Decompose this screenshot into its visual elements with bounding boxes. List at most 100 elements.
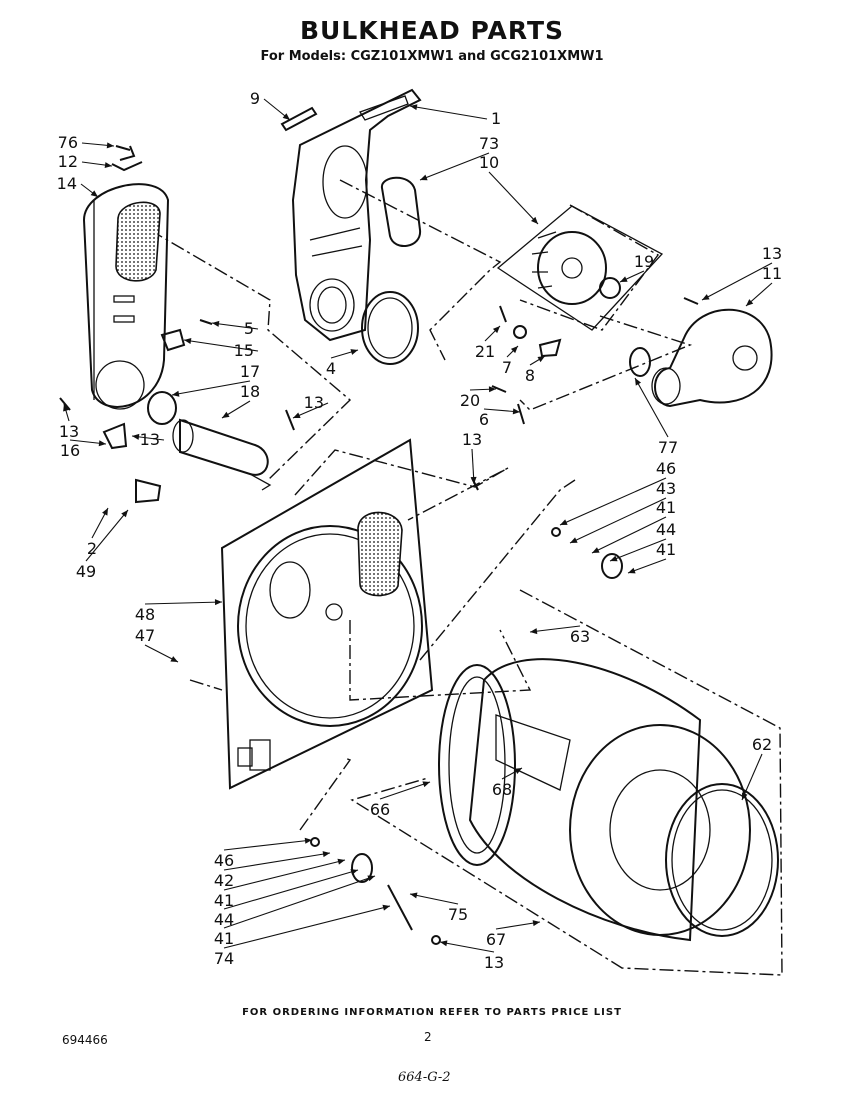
- callout-label: 14: [57, 174, 77, 193]
- callout-label: 74: [214, 949, 234, 968]
- part-4-seal: [361, 291, 419, 365]
- callout-leader-line: [223, 839, 313, 851]
- callout-label: 75: [448, 905, 468, 924]
- callout-label: 44: [214, 910, 234, 929]
- callout-label: 62: [752, 735, 772, 754]
- bearing-assembly-left: [310, 837, 441, 945]
- callout-label: 41: [214, 891, 234, 910]
- callout-arrowhead: [635, 378, 642, 386]
- callout-leader-line: [741, 753, 763, 801]
- callout-arrowhead: [702, 294, 710, 300]
- callout-arrowhead: [620, 276, 628, 282]
- models-subtitle: For Models: CGZ101XMW1 and GCG2101XMW1: [260, 49, 604, 64]
- callout-leader-line: [409, 893, 459, 905]
- callout-label: 67: [486, 930, 506, 949]
- callout-arrowhead: [304, 837, 312, 844]
- callout-label: 46: [656, 459, 676, 478]
- callout-arrowhead: [592, 547, 600, 553]
- callout-arrowhead: [488, 386, 496, 393]
- callout-leader-line: [409, 105, 488, 120]
- callout-label: 73: [479, 134, 499, 153]
- callout-arrowhead: [63, 404, 69, 412]
- callout-arrowhead: [98, 440, 106, 447]
- callout-label: 66: [370, 800, 390, 819]
- callout-label: 44: [656, 520, 676, 539]
- callout-label: 5: [244, 319, 254, 338]
- callout-label: 8: [525, 366, 535, 385]
- callout-label: 41: [656, 498, 676, 517]
- callout-leader-line: [419, 152, 490, 181]
- callout-arrowhead: [350, 869, 358, 875]
- callout-label: 41: [214, 929, 234, 948]
- callout-label: 13: [140, 430, 160, 449]
- callout-arrowhead: [492, 326, 500, 334]
- callout-arrowhead: [350, 349, 358, 355]
- callout-arrowhead: [410, 892, 418, 899]
- callout-arrowhead: [282, 113, 290, 120]
- callout-label: 48: [135, 605, 155, 624]
- callout-arrowhead: [514, 768, 522, 775]
- callout-arrowhead: [746, 299, 754, 306]
- callout-arrowhead: [293, 412, 301, 418]
- callout-label: 41: [656, 540, 676, 559]
- callout-arrowhead: [222, 411, 230, 418]
- callout-leader-line: [183, 339, 259, 352]
- callout-leader-line: [488, 171, 539, 225]
- callout-arrowhead: [610, 555, 618, 562]
- callout-arrowhead: [212, 320, 220, 327]
- callout-leader-line: [223, 905, 391, 949]
- part-62-seal-inner: [671, 789, 773, 931]
- part-62-seal: [665, 783, 779, 937]
- callout-arrowhead: [410, 104, 418, 111]
- callout-label: 13: [484, 953, 504, 972]
- callout-arrowhead: [214, 599, 222, 606]
- part-48-rear-bulkhead: [220, 438, 434, 790]
- handwritten-note: 664-G-2: [398, 1070, 451, 1085]
- callout-leader-line: [223, 875, 376, 929]
- callout-arrowhead: [628, 567, 636, 574]
- callout-arrowhead: [322, 851, 330, 858]
- bearing-assembly-right: [551, 527, 623, 579]
- part-4-seal-inner: [367, 297, 413, 359]
- callout-leader-line: [609, 538, 667, 562]
- callout-arrowhead: [570, 537, 578, 543]
- part-10-blower-wheel: [496, 205, 664, 331]
- callout-arrowhead: [530, 628, 538, 635]
- callout-arrowhead: [560, 519, 568, 525]
- callout-leader-line: [529, 625, 581, 633]
- callout-arrowhead: [172, 390, 180, 397]
- callout-arrowhead: [531, 216, 538, 224]
- callout-arrowhead: [102, 508, 108, 516]
- callout-label: 19: [634, 252, 654, 271]
- callout-label: 68: [492, 780, 512, 799]
- callout-arrowhead: [132, 433, 140, 440]
- callout-label: 46: [214, 851, 234, 870]
- part-18-combustion-tube: [172, 418, 272, 491]
- callout-label: 11: [762, 264, 782, 283]
- callout-label: 17: [240, 362, 260, 381]
- part-17-cylinder: [147, 391, 177, 425]
- callout-arrowhead: [184, 338, 192, 344]
- callout-leader-line: [223, 852, 331, 871]
- document-number: 694466: [62, 1033, 108, 1047]
- callout-label: 7: [502, 358, 512, 377]
- callout-label: 47: [135, 626, 155, 645]
- callout-label: 20: [460, 391, 480, 410]
- callout-leader-line: [171, 380, 251, 396]
- callout-label: 12: [58, 152, 78, 171]
- callout-leader-line: [559, 477, 667, 526]
- part-11-blower-housing: [651, 308, 773, 408]
- callout-label: 18: [240, 382, 260, 401]
- callout-label: 1: [491, 109, 501, 128]
- callout-arrowhead: [337, 858, 345, 865]
- page-number: 2: [424, 1030, 432, 1044]
- callout-arrowhead: [90, 190, 98, 197]
- callout-label: 13: [59, 422, 79, 441]
- callout-leader-line: [144, 601, 223, 605]
- callout-label: 16: [60, 441, 80, 460]
- callout-arrowhead: [420, 174, 428, 181]
- callout-leader-line: [634, 377, 669, 438]
- callout-arrowhead: [121, 510, 128, 518]
- callout-arrowhead: [106, 142, 114, 149]
